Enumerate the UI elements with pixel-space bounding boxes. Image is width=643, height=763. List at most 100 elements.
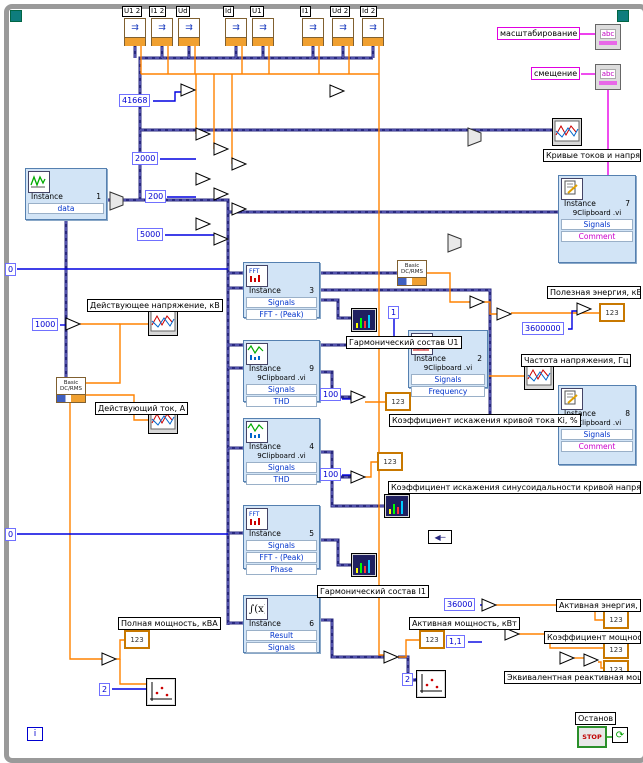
numeric-constant[interactable]: 200 [145, 190, 167, 203]
merge-signals-icon[interactable] [109, 191, 124, 211]
convert-dynamic-data-node[interactable]: ⇉ [252, 18, 274, 46]
curves-graph-icon[interactable] [552, 118, 582, 146]
express-vi-row[interactable]: Signals [246, 540, 317, 551]
numeric-constant[interactable]: 100 [320, 388, 342, 401]
arithmetic-operator-icon[interactable] [231, 157, 248, 171]
arithmetic-operator-icon[interactable] [213, 142, 230, 156]
numeric-constant[interactable]: 2 [99, 683, 111, 696]
harmonics-u1-graph-icon[interactable] [351, 308, 377, 332]
arithmetic-operator-icon[interactable] [576, 302, 593, 316]
arithmetic-operator-icon[interactable] [504, 627, 521, 641]
express-vi-row[interactable]: Comment [561, 231, 633, 242]
arithmetic-operator-icon[interactable] [101, 652, 118, 666]
numeric-constant[interactable]: 1,1 [446, 635, 465, 648]
numeric-constant[interactable]: 2 [402, 673, 414, 686]
arithmetic-operator-icon[interactable] [350, 470, 367, 484]
active-energy-indicator[interactable]: 123 [603, 610, 629, 629]
numeric-constant[interactable]: 36000 [444, 598, 476, 611]
express-vi-row[interactable]: THD [246, 396, 317, 407]
arithmetic-operator-icon[interactable] [383, 650, 400, 664]
numeric-constant[interactable]: 1000 [32, 318, 59, 331]
string-control-label[interactable]: смещение [531, 67, 581, 80]
label-useful-energy: Полезная энергия, кВт ч [547, 286, 641, 299]
loop-iteration-terminal[interactable]: i [27, 727, 43, 741]
arithmetic-operator-icon[interactable] [231, 202, 248, 216]
ku-graph-icon[interactable] [384, 494, 410, 518]
express-vi-row[interactable]: FFT - (Peak) [246, 552, 317, 563]
express-vi-row[interactable]: Signals [246, 384, 317, 395]
express-vi-row[interactable]: Signals [411, 374, 485, 385]
express-vi-row[interactable]: data [28, 203, 104, 214]
numeric-constant[interactable]: 2000 [132, 152, 159, 165]
express-vi-row[interactable]: Phase [246, 564, 317, 575]
merge-signals-icon[interactable] [447, 233, 462, 253]
harmonics-i1-graph-icon[interactable] [351, 553, 377, 577]
xy-graph-icon-center[interactable] [416, 670, 446, 698]
apparent-power-indicator[interactable]: 123 [124, 630, 150, 649]
arithmetic-operator-icon[interactable] [350, 390, 367, 404]
numeric-constant[interactable]: 100 [320, 468, 342, 481]
arithmetic-operator-icon[interactable] [583, 653, 600, 667]
express-vi-row[interactable]: Signals [246, 642, 317, 653]
arithmetic-operator-icon[interactable] [195, 127, 212, 141]
convert-dynamic-data-node[interactable]: ⇉ [151, 18, 173, 46]
rms-voltage-chart-icon[interactable] [148, 308, 178, 336]
numeric-constant[interactable]: 0 [5, 528, 17, 541]
arithmetic-operator-icon[interactable] [496, 307, 513, 321]
active-power-indicator[interactable]: 123 [419, 630, 445, 649]
convert-dynamic-data-node[interactable]: ⇉ [225, 18, 247, 46]
express-vi-row[interactable]: Signals [561, 219, 633, 230]
express-vi-row[interactable]: Signals [246, 297, 317, 308]
express-vi-row[interactable]: Comment [561, 441, 633, 452]
numeric-constant[interactable]: 41668 [119, 94, 151, 107]
arithmetic-operator-icon[interactable] [195, 217, 212, 231]
express-vi-row[interactable]: Signals [246, 462, 317, 473]
express-vi-row[interactable]: FFT - (Peak) [246, 309, 317, 320]
arithmetic-operator-icon[interactable] [481, 598, 498, 612]
convert-dynamic-data-node[interactable]: ⇉ [178, 18, 200, 46]
arithmetic-operator-icon[interactable] [180, 83, 197, 97]
numeric-constant[interactable]: 0 [5, 263, 17, 276]
xy-graph-icon-left[interactable] [146, 678, 176, 706]
string-control-terminal[interactable]: abc [595, 24, 621, 50]
string-control-label[interactable]: масштабирование [497, 27, 581, 40]
express-vi-row[interactable]: THD [246, 474, 317, 485]
useful-energy-indicator[interactable]: 123 [599, 303, 625, 322]
arithmetic-operator-icon[interactable] [329, 84, 346, 98]
arithmetic-operator-icon[interactable] [213, 232, 230, 246]
express-vi-number: 6 [309, 619, 314, 628]
convert-dynamic-data-node[interactable]: ⇉ [332, 18, 354, 46]
numeric-constant[interactable]: 5000 [137, 228, 164, 241]
stop-button[interactable]: STOP [577, 726, 607, 748]
arithmetic-operator-icon[interactable] [559, 651, 576, 665]
string-control-terminal[interactable]: abc [595, 64, 621, 90]
arithmetic-operator-icon[interactable] [195, 172, 212, 186]
arithmetic-operator-icon[interactable] [213, 187, 230, 201]
ku-indicator[interactable]: 123 [377, 452, 403, 471]
arithmetic-operator-icon[interactable] [469, 295, 486, 309]
merge-signals-icon[interactable] [467, 127, 482, 147]
express-vi-row[interactable]: Frequency [411, 386, 485, 397]
convert-dynamic-data-node[interactable]: ⇉ [124, 18, 146, 46]
feedback-node-icon[interactable]: ◀─ [428, 530, 452, 544]
express-vi-row[interactable]: Result [246, 630, 317, 641]
ki-indicator[interactable]: 123 [385, 392, 411, 411]
label-text: Коэффициент искажения кривой тока Ki, % [392, 416, 578, 425]
convert-dynamic-data-node[interactable]: ⇉ [302, 18, 324, 46]
arithmetic-operator-icon[interactable] [65, 317, 82, 331]
numeric-constant[interactable]: 1 [388, 306, 400, 319]
numeric-constant[interactable]: 3600000 [522, 322, 564, 335]
loop-condition-terminal[interactable]: ⟳ [612, 727, 628, 743]
express-vi-row[interactable]: Signals [561, 429, 633, 440]
convert-dynamic-data-node[interactable]: ⇉ [362, 18, 384, 46]
